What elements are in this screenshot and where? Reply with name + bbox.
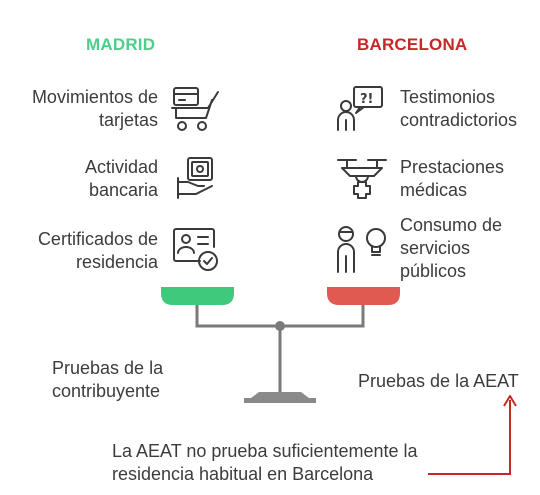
madrid-item-banking: Actividad bancaria: [0, 156, 158, 202]
barcelona-item-medical-line2: médicas: [400, 180, 468, 200]
barcelona-item-testimonies-line2: contradictorios: [400, 110, 518, 130]
conclusion-arrow: [428, 400, 511, 475]
barcelona-caption: Pruebas de la AEAT: [358, 371, 519, 391]
conclusion-line1: La AEAT no prueba suficientemente la: [112, 441, 418, 461]
barcelona-item-services-line2: servicios: [400, 238, 471, 258]
barcelona-item-services-line3: públicos: [400, 261, 467, 281]
hand-money-icon: [174, 154, 220, 202]
svg-text:?!: ?!: [360, 92, 373, 107]
barcelona-item-services: Consumo de servicios públicos: [400, 214, 540, 283]
madrid-item-cards: Movimientos de tarjetas: [0, 86, 158, 132]
conclusion-line2: residencia habitual en Barcelona: [112, 464, 374, 484]
person-speech-icon: ?!: [334, 84, 386, 134]
scale-base: [251, 392, 309, 398]
madrid-item-residence-line2: residencia: [75, 252, 158, 272]
barcelona-item-medical: Prestaciones médicas: [400, 156, 540, 202]
barcelona-pan: [327, 287, 400, 305]
madrid-item-residence: Certificados de residencia: [0, 228, 158, 274]
madrid-caption-line1: Pruebas de la: [52, 358, 164, 378]
madrid-item-cards-line2: tarjetas: [98, 110, 158, 130]
barcelona-item-medical-line1: Prestaciones: [400, 157, 505, 177]
medical-drone-icon: [334, 154, 390, 204]
scale-pivot: [275, 321, 285, 331]
madrid-caption: Pruebas de la contribuyente: [52, 357, 212, 403]
madrid-pan: [161, 287, 234, 305]
barcelona-item-testimonies-line1: Testimonios: [400, 87, 496, 107]
madrid-item-banking-line2: bancaria: [88, 180, 158, 200]
madrid-title: MADRID: [86, 35, 156, 54]
barcelona-item-testimonies: Testimonios contradictorios: [400, 86, 540, 132]
madrid-item-residence-line1: Certificados de: [37, 229, 158, 249]
card-cart-icon: [170, 84, 222, 134]
barcelona-item-services-line1: Consumo de: [400, 215, 503, 235]
madrid-item-cards-line1: Movimientos de: [31, 87, 158, 107]
id-certificate-icon: [170, 225, 222, 275]
person-bulb-icon: [334, 222, 390, 276]
madrid-item-banking-line1: Actividad: [84, 157, 158, 177]
madrid-caption-line2: contribuyente: [52, 381, 161, 401]
barcelona-title: BARCELONA: [357, 35, 468, 54]
conclusion-text: La AEAT no prueba suficientemente la res…: [112, 440, 432, 486]
